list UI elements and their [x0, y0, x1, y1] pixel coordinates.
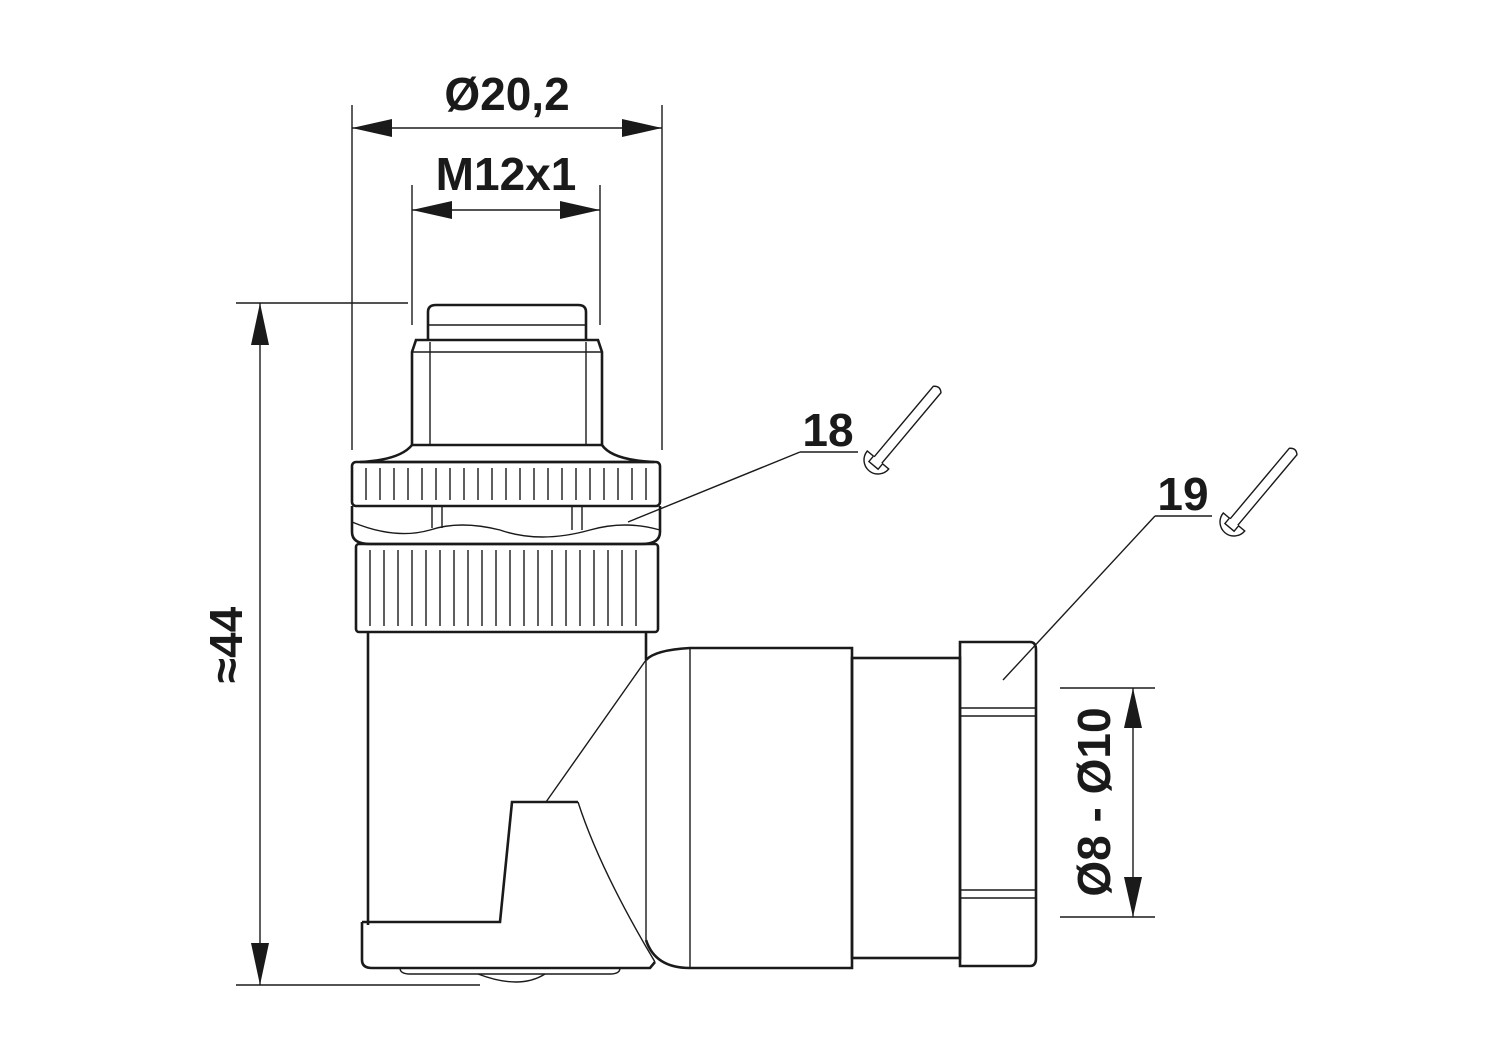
- thread-label: M12x1: [436, 148, 577, 200]
- wrench-icon: [863, 385, 942, 475]
- wrench-icon: [1219, 447, 1298, 537]
- outer-diameter-dimension: Ø20,2: [351, 68, 663, 450]
- callout-19: 19: [1002, 447, 1298, 681]
- height-label: ≈44: [200, 606, 252, 683]
- cable-diameter-label: Ø8 - Ø10: [1068, 707, 1120, 896]
- callout-18: 18: [627, 385, 942, 523]
- upper-knurl: [365, 468, 647, 500]
- lower-knurl: [369, 550, 637, 626]
- outer-diameter-label: Ø20,2: [444, 68, 569, 120]
- callout-18-label: 18: [802, 404, 853, 456]
- connector-body: [350, 303, 1038, 983]
- height-dimension: ≈44: [200, 302, 480, 986]
- thread-dimension: M12x1: [411, 148, 601, 325]
- cable-diameter-dimension: Ø8 - Ø10: [1060, 687, 1155, 918]
- callout-19-label: 19: [1157, 468, 1208, 520]
